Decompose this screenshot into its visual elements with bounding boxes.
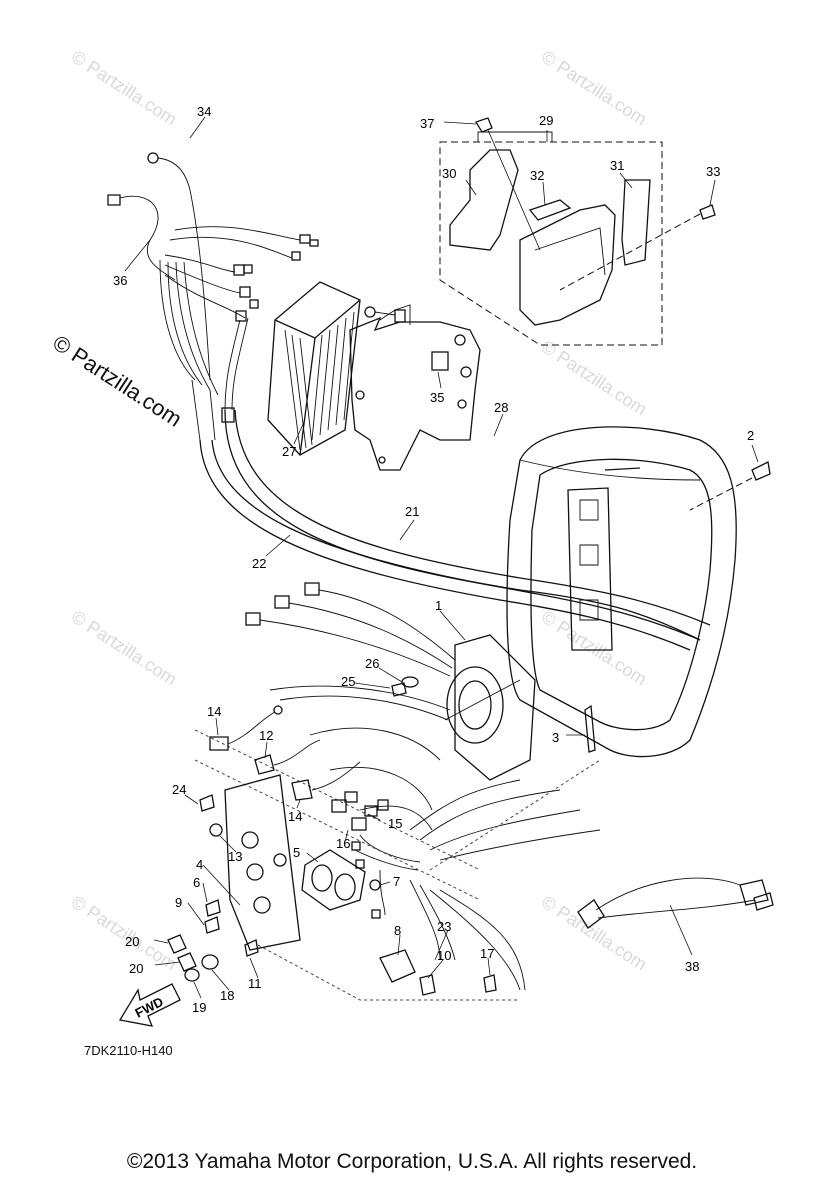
callout-17: 17 (480, 946, 494, 961)
callout-27: 27 (282, 444, 296, 459)
callout-25: 25 (341, 674, 355, 689)
fwd-arrow: FWD (118, 983, 181, 1027)
callout-9: 9 (175, 895, 182, 910)
callout-23: 23 (437, 919, 451, 934)
callout-21: 21 (405, 504, 419, 519)
watermark-faint: © Partzilla.com (538, 892, 651, 975)
callout-35: 35 (430, 390, 444, 405)
callout-7: 7 (393, 874, 400, 889)
callout-15: 15 (388, 816, 402, 831)
front-panel-housing-1 (506, 426, 771, 758)
bracket-assembly (349, 304, 481, 471)
watermark-faint: © Partzilla.com (538, 47, 651, 130)
callout-labels: 34 29 37 30 32 31 33 36 27 35 28 2 21 22… (113, 104, 754, 1015)
copyright-notice: ©2013 Yamaha Motor Corporation, U.S.A. A… (126, 1150, 698, 1173)
callout-28: 28 (494, 400, 508, 415)
callout-33: 33 (706, 164, 720, 179)
callout-20-upper: 20 (125, 934, 139, 949)
callout-29: 29 (539, 113, 553, 128)
callout-14-upper: 14 (207, 704, 221, 719)
callout-6: 6 (193, 875, 200, 890)
callout-32: 32 (530, 168, 544, 183)
callout-26: 26 (365, 656, 379, 671)
control-panel-parts (167, 676, 520, 1001)
wire-harness-36 (107, 152, 319, 441)
callout-13: 13 (228, 849, 242, 864)
callout-34: 34 (197, 104, 211, 119)
watermark-faint: © Partzilla.com (68, 47, 181, 130)
watermark-faint: © Partzilla.com (68, 892, 181, 975)
rectifier-27 (267, 281, 361, 456)
callout-24: 24 (172, 782, 186, 797)
callout-3: 3 (552, 730, 559, 745)
fwd-label: FWD (133, 994, 166, 1021)
callout-20-lower: 20 (129, 961, 143, 976)
receptacle-housing (444, 634, 596, 781)
callout-37: 37 (420, 116, 434, 131)
callout-1: 1 (435, 598, 442, 613)
cover-assembly-29 (439, 117, 716, 346)
callout-31: 31 (610, 158, 624, 173)
callout-38: 38 (685, 959, 699, 974)
cables-21-22 (199, 407, 711, 651)
callout-4: 4 (196, 857, 203, 872)
power-cord-38 (577, 877, 774, 929)
callout-36: 36 (113, 273, 127, 288)
callout-2: 2 (747, 428, 754, 443)
leader-lines (124, 116, 759, 999)
callout-12: 12 (259, 728, 273, 743)
callout-8: 8 (394, 923, 401, 938)
callout-30: 30 (442, 166, 456, 181)
watermark-faint: © Partzilla.com (538, 337, 651, 420)
callout-18: 18 (220, 988, 234, 1003)
watermark-faint: © Partzilla.com (68, 607, 181, 690)
watermark-faint: © Partzilla.com (538, 607, 651, 690)
callout-10: 10 (437, 948, 451, 963)
callout-16: 16 (336, 836, 350, 851)
diagram-code: 7DK2110-H140 (84, 1043, 173, 1058)
callout-19: 19 (192, 1000, 206, 1015)
callout-14-lower: 14 (288, 809, 302, 824)
callout-5: 5 (293, 845, 300, 860)
callout-11: 11 (248, 976, 262, 991)
callout-22: 22 (252, 556, 266, 571)
